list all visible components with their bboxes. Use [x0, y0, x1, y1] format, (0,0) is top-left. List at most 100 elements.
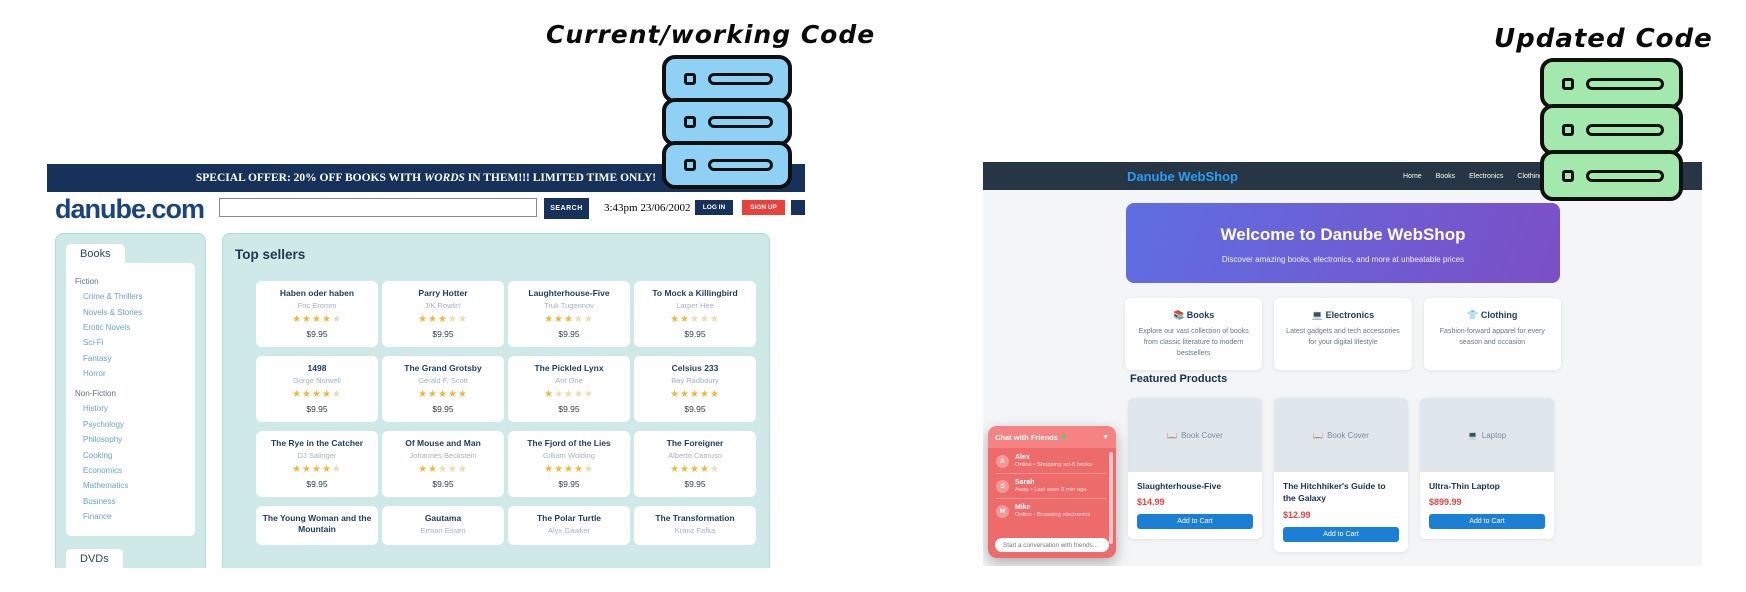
product-image-placeholder: 📖Book Cover — [1274, 398, 1408, 472]
category-link[interactable]: Fantasy — [83, 353, 112, 363]
header-extra-button[interactable] — [791, 200, 805, 215]
category-link[interactable]: Novels & Stories — [83, 307, 143, 317]
avatar: M — [996, 504, 1009, 518]
product-title: The Grand Grotsby — [404, 363, 482, 374]
star-rating: ★★★★★ — [387, 315, 499, 325]
danube-legacy-site: SPECIAL OFFER: 20% OFF BOOKS WITH WORDS … — [47, 164, 805, 568]
avatar: A — [996, 454, 1009, 468]
clothing-icon: 👕 — [1467, 310, 1481, 320]
category-card-description: Latest gadgets and tech accessories for … — [1286, 328, 1400, 346]
chevron-down-icon[interactable]: ▼ — [1102, 433, 1109, 441]
login-button[interactable]: LOG IN — [695, 200, 733, 215]
star-icon: ★ — [670, 314, 681, 326]
chat-message-input[interactable] — [995, 538, 1109, 552]
star-icon: ★ — [573, 389, 584, 401]
category-link[interactable]: History — [83, 404, 108, 414]
star-icon: ★ — [680, 464, 691, 476]
nav-item-home[interactable]: Home — [1403, 172, 1422, 180]
category-link[interactable]: Sci-Fi — [83, 338, 104, 348]
add-to-cart-button[interactable]: Add to Cart — [1283, 526, 1399, 542]
category-card-description: Fashion-forward apparel for every season… — [1439, 328, 1545, 346]
product-card[interactable]: The Young Woman and the Mountain — [256, 506, 378, 546]
product-author: DJ Salinger — [297, 451, 337, 461]
promo-banner-emphasis: WORDS — [424, 172, 465, 184]
product-title: Gautama — [424, 513, 462, 524]
main-nav: HomeBooksElectronicsClothingC — [1403, 162, 1562, 190]
star-icon: ★ — [709, 389, 720, 401]
category-link[interactable]: Economics — [83, 465, 123, 475]
sidebar-tab-books[interactable]: Books — [66, 244, 125, 263]
star-icon: ★ — [292, 464, 303, 476]
signup-button[interactable]: SIGN UP — [742, 200, 785, 215]
star-icon: ★ — [544, 389, 555, 401]
category-card-label: Clothing — [1480, 310, 1518, 320]
chat-scrollbar[interactable] — [1109, 452, 1113, 544]
star-rating: ★★★★★ — [639, 315, 751, 325]
search-input[interactable] — [219, 198, 537, 217]
nav-item-clothing[interactable]: Clothing — [1517, 172, 1544, 180]
star-icon: ★ — [554, 464, 565, 476]
product-author: Johannes Beckstein — [409, 451, 477, 461]
category-link[interactable]: Business — [83, 496, 116, 506]
product-author: Gilliam Wolding — [543, 451, 595, 461]
category-link[interactable]: Finance — [83, 512, 112, 522]
product-title: Slaughterhouse-Five — [1137, 481, 1222, 491]
category-link[interactable]: Crime & Thrillers — [83, 292, 143, 302]
add-to-cart-button[interactable]: Add to Cart — [1137, 514, 1253, 530]
category-link[interactable]: Horror — [83, 369, 106, 379]
product-price: $9.95 — [432, 404, 454, 415]
promo-banner-text: IN THEM!!! LIMITED TIME ONLY! — [464, 172, 657, 184]
star-icon: ★ — [690, 314, 700, 326]
product-title: The Hitchhiker's Guide to the Galaxy — [1283, 481, 1386, 504]
star-icon: ★ — [709, 464, 720, 476]
sidebar-tab-dvds[interactable]: DVDs — [66, 549, 123, 568]
online-dot-icon — [1061, 435, 1066, 439]
site-logo[interactable]: Danube WebShop — [1127, 169, 1238, 184]
star-rating: ★★★★★ — [513, 390, 625, 400]
star-icon: ★ — [457, 464, 468, 476]
nav-item-electronics[interactable]: Electronics — [1469, 172, 1504, 180]
search-button[interactable]: SEARCH — [544, 198, 589, 219]
category-link[interactable]: Philosophy — [83, 435, 123, 445]
top-sellers-heading: Top sellers — [235, 247, 306, 262]
star-icon: ★ — [699, 464, 710, 476]
product-title: Parry Hotter — [418, 288, 468, 298]
star-icon: ★ — [709, 314, 720, 326]
site-logo[interactable]: danube.com — [55, 194, 205, 224]
category-section-header: Non-Fiction — [75, 389, 116, 399]
star-rating: ★★★★★ — [639, 390, 751, 400]
category-link[interactable]: Cooking — [83, 450, 113, 460]
product-price: $9.95 — [684, 329, 706, 340]
nav-item-books[interactable]: Books — [1435, 172, 1456, 180]
add-to-cart-button[interactable]: Add to Cart — [1429, 514, 1545, 530]
chat-header[interactable]: Chat with Friends ▼ — [988, 426, 1116, 448]
category-link[interactable]: Psychology — [83, 419, 124, 429]
category-link[interactable]: Erotic Novels — [83, 322, 131, 332]
star-icon: ★ — [428, 464, 439, 476]
category-link[interactable]: Mathematics — [83, 481, 129, 491]
